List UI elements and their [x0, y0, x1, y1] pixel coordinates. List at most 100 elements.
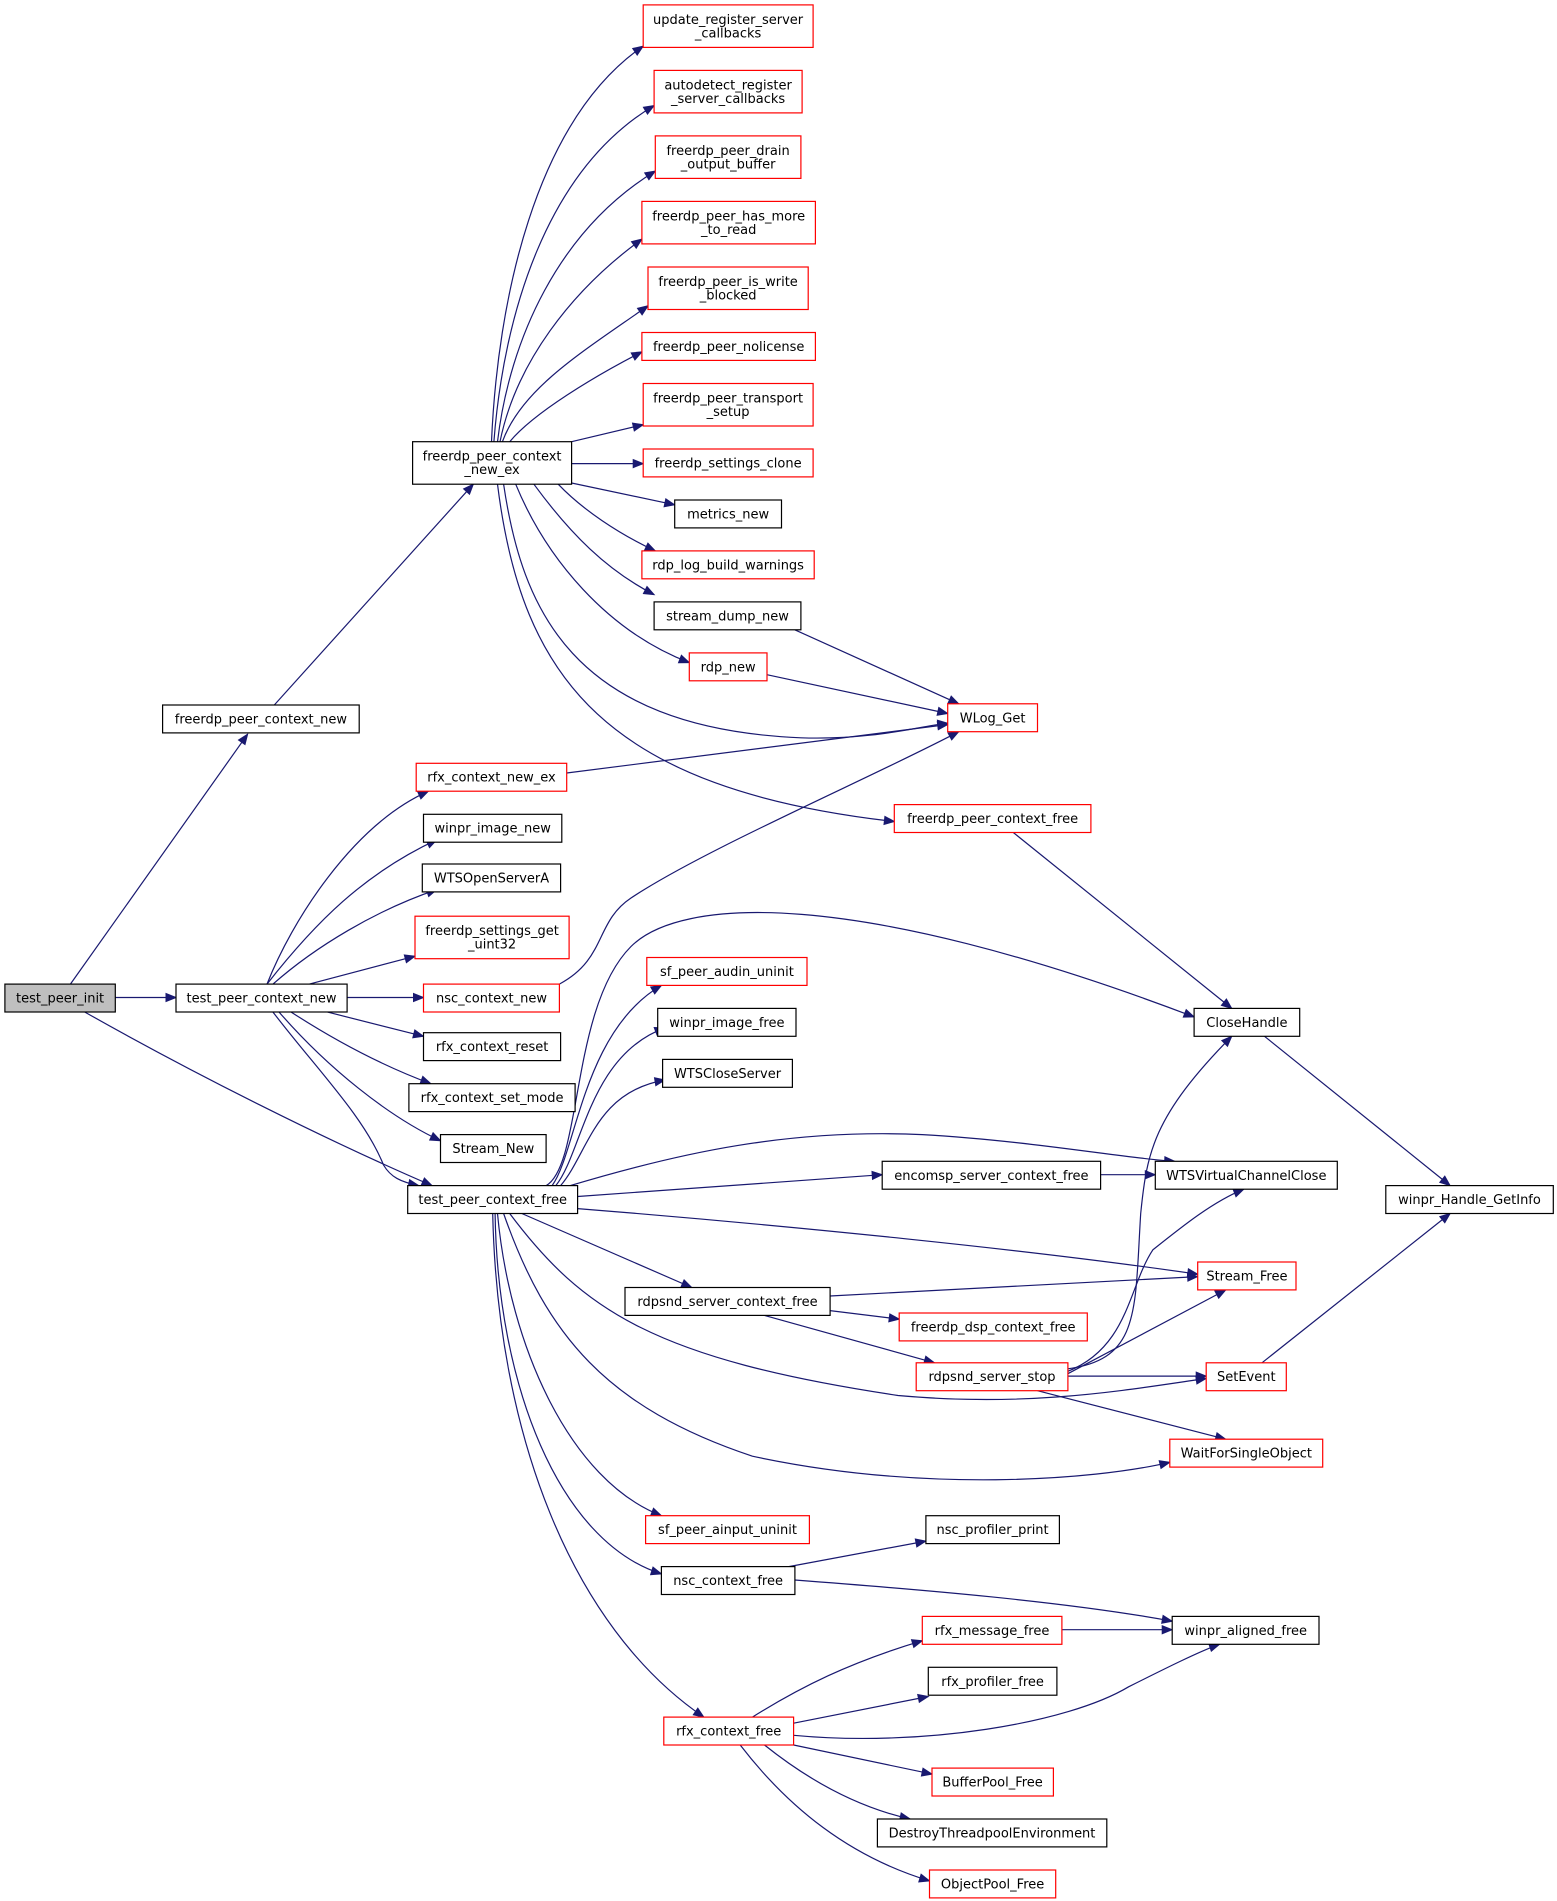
node-CloseHandle[interactable]: CloseHandle: [1193, 1007, 1301, 1037]
node-rdp_log_build_warnings[interactable]: rdp_log_build_warnings: [641, 550, 815, 580]
edge-test_peer_context_new-to-rfx_context_reset: [327, 1011, 424, 1037]
arrowhead-rdpsnd_server_context_free: [680, 1279, 693, 1289]
node-rdpsnd_server_stop[interactable]: rdpsnd_server_stop: [915, 1362, 1069, 1392]
arrowhead-WaitForSingleObject: [1158, 1460, 1172, 1470]
node-label: test_peer_init: [16, 992, 104, 1007]
node-winpr_image_free[interactable]: winpr_image_free: [657, 1007, 797, 1037]
edge-test_peer_context_new-to-Stream_New: [278, 1011, 441, 1142]
node-sf_peer_audin_uninit[interactable]: sf_peer_audin_uninit: [646, 956, 808, 986]
node-box: [414, 915, 570, 960]
edge-test_peer_context_free-to-WTSCloseServer: [560, 1079, 666, 1186]
node-rfx_profiler_free[interactable]: rfx_profiler_free: [927, 1666, 1058, 1696]
edge-rfx_context_free-to-rfx_profiler_free: [793, 1695, 929, 1724]
node-Stream_Free[interactable]: Stream_Free: [1197, 1261, 1297, 1291]
edge-test_peer_context_free-to-SetEvent: [509, 1213, 1207, 1401]
node-freerdp_settings_get_uint32[interactable]: freerdp_settings_get_uint32: [414, 915, 570, 960]
node-freerdp_peer_transport_setup[interactable]: freerdp_peer_transport_setup: [642, 382, 814, 427]
node-winpr_aligned_free[interactable]: winpr_aligned_free: [1171, 1615, 1320, 1645]
node-ObjectPool_Free[interactable]: ObjectPool_Free: [928, 1869, 1057, 1899]
node-label: rdp_new: [701, 660, 756, 675]
node-rfx_context_new_ex[interactable]: rfx_context_new_ex: [415, 762, 568, 792]
node-box: [921, 1615, 1063, 1645]
node-rdp_new[interactable]: rdp_new: [688, 652, 768, 682]
node-rfx_context_reset[interactable]: rfx_context_reset: [422, 1032, 562, 1062]
node-test_peer_init[interactable]: test_peer_init: [4, 983, 116, 1013]
node-freerdp_peer_context_new[interactable]: freerdp_peer_context_new: [162, 704, 360, 734]
function-nodes: test_peer_init freerdp_peer_context_newte…: [4, 4, 1554, 1899]
node-box: [415, 762, 568, 792]
node-BufferPool_Free[interactable]: BufferPool_Free: [931, 1767, 1055, 1797]
node-winpr_Handle_GetInfo[interactable]: winpr_Handle_GetInfo: [1385, 1184, 1554, 1215]
node-rfx_context_set_mode[interactable]: rfx_context_set_mode: [408, 1083, 576, 1113]
node-freerdp_peer_has_more_to_read[interactable]: freerdp_peer_has_more_to_read: [641, 200, 817, 245]
node-label: SetEvent: [1217, 1370, 1276, 1385]
arrowhead-SetEvent: [1195, 1371, 1208, 1381]
node-test_peer_context_free[interactable]: test_peer_context_free: [407, 1184, 579, 1215]
arrowhead-test_peer_context_new: [165, 992, 178, 1003]
node-rfx_message_free[interactable]: rfx_message_free: [921, 1615, 1063, 1645]
node-stream_dump_new[interactable]: stream_dump_new: [653, 601, 802, 631]
node-encomsp_server_context_free[interactable]: encomsp_server_context_free: [881, 1160, 1102, 1190]
edge-test_peer_context_free-to-sf_peer_audin_uninit: [551, 984, 662, 1186]
node-SetEvent[interactable]: SetEvent: [1205, 1362, 1287, 1392]
arrowhead-autodetect_register_server_callbacks: [642, 104, 656, 115]
edge-test_peer_context_free-to-CloseHandle: [545, 912, 1195, 1187]
node-rdpsnd_server_context_free[interactable]: rdpsnd_server_context_free: [624, 1286, 831, 1316]
node-box: [642, 382, 814, 427]
node-nsc_context_free[interactable]: nsc_context_free: [660, 1565, 796, 1596]
arrowhead-rfx_context_new_ex: [416, 790, 430, 800]
node-label: nsc_profiler_print: [937, 1523, 1049, 1538]
node-box: [663, 1716, 795, 1746]
node-box: [931, 1767, 1055, 1797]
arrowhead-winpr_Handle_GetInfo: [1438, 1212, 1452, 1224]
edge-test_peer_context_new-to-test_peer_context_free: [272, 1011, 419, 1187]
node-label: _to_read: [700, 223, 756, 238]
node-nsc_profiler_print[interactable]: nsc_profiler_print: [925, 1515, 1061, 1545]
node-update_register_server_callbacks[interactable]: update_register_server_callbacks: [642, 4, 814, 49]
arrowhead-WLog_Get: [947, 695, 960, 705]
node-freerdp_peer_drain_output_buffer[interactable]: freerdp_peer_drain_output_buffer: [654, 135, 802, 179]
node-label: freerdp_peer_context_new: [175, 713, 348, 728]
node-freerdp_settings_clone[interactable]: freerdp_settings_clone: [642, 448, 814, 478]
node-WLog_Get[interactable]: WLog_Get: [947, 703, 1039, 733]
node-WaitForSingleObject[interactable]: WaitForSingleObject: [1169, 1438, 1324, 1468]
node-DestroyThreadpoolEnvironment[interactable]: DestroyThreadpoolEnvironment: [876, 1818, 1108, 1848]
node-WTSVirtualChannelClose[interactable]: WTSVirtualChannelClose: [1154, 1160, 1338, 1190]
node-label: WLog_Get: [960, 711, 1026, 726]
edge-rfx_context_free-to-ObjectPool_Free: [739, 1744, 930, 1882]
node-label: test_peer_context_new: [187, 992, 337, 1007]
edge-test_peer_context_free-to-Stream_Free: [577, 1208, 1198, 1275]
node-WTSOpenServerA[interactable]: WTSOpenServerA: [421, 863, 562, 893]
node-label: rfx_profiler_free: [941, 1675, 1044, 1690]
node-label: _new_ex: [463, 463, 520, 478]
node-box: [925, 1515, 1061, 1545]
edge-freerdp_peer_context_free-to-CloseHandle: [1012, 832, 1233, 1009]
edge-rdpsnd_server_stop-to-WaitForSingleObject: [1037, 1390, 1226, 1440]
node-freerdp_peer_context_new_ex[interactable]: freerdp_peer_context_new_ex: [412, 441, 573, 485]
arrowhead-sf_peer_audin_uninit: [649, 984, 663, 995]
node-test_peer_context_new[interactable]: test_peer_context_new: [175, 983, 348, 1013]
node-rfx_context_free[interactable]: rfx_context_free: [663, 1716, 795, 1746]
node-nsc_context_new[interactable]: nsc_context_new: [422, 983, 560, 1013]
node-freerdp_dsp_context_free[interactable]: freerdp_dsp_context_free: [898, 1312, 1088, 1342]
node-Stream_New[interactable]: Stream_New: [439, 1133, 547, 1164]
node-freerdp_peer_is_write_blocked[interactable]: freerdp_peer_is_write_blocked: [647, 266, 809, 311]
node-metrics_new[interactable]: metrics_new: [674, 499, 783, 529]
node-WTSCloseServer[interactable]: WTSCloseServer: [661, 1058, 793, 1088]
node-autodetect_register_server_callbacks[interactable]: autodetect_register_server_callbacks: [653, 69, 803, 114]
edge-rdp_new-to-WLog_Get: [766, 674, 948, 715]
edge-nsc_context_free-to-nsc_profiler_print: [788, 1540, 927, 1568]
node-freerdp_peer_nolicense[interactable]: freerdp_peer_nolicense: [641, 331, 817, 361]
node-sf_peer_ainput_uninit[interactable]: sf_peer_ainput_uninit: [644, 1515, 810, 1545]
arrowhead-rfx_context_set_mode: [419, 1075, 433, 1085]
node-label: _setup: [706, 405, 750, 420]
call-edges: [69, 45, 1452, 1883]
edge-rdpsnd_server_stop-to-WTSVirtualChannelClose: [1067, 1188, 1245, 1372]
node-freerdp_peer_context_free[interactable]: freerdp_peer_context_free: [893, 803, 1092, 834]
arrowhead-freerdp_peer_nolicense: [630, 351, 644, 361]
edge-test_peer_context_free-to-winpr_image_free: [555, 1027, 666, 1186]
arrowhead-CloseHandle: [1220, 1035, 1233, 1048]
node-box: [1169, 1438, 1324, 1468]
edge-freerdp_peer_context_new_ex-to-freerdp_peer_has_more_to_read: [499, 238, 643, 442]
node-winpr_image_new[interactable]: winpr_image_new: [422, 813, 563, 843]
